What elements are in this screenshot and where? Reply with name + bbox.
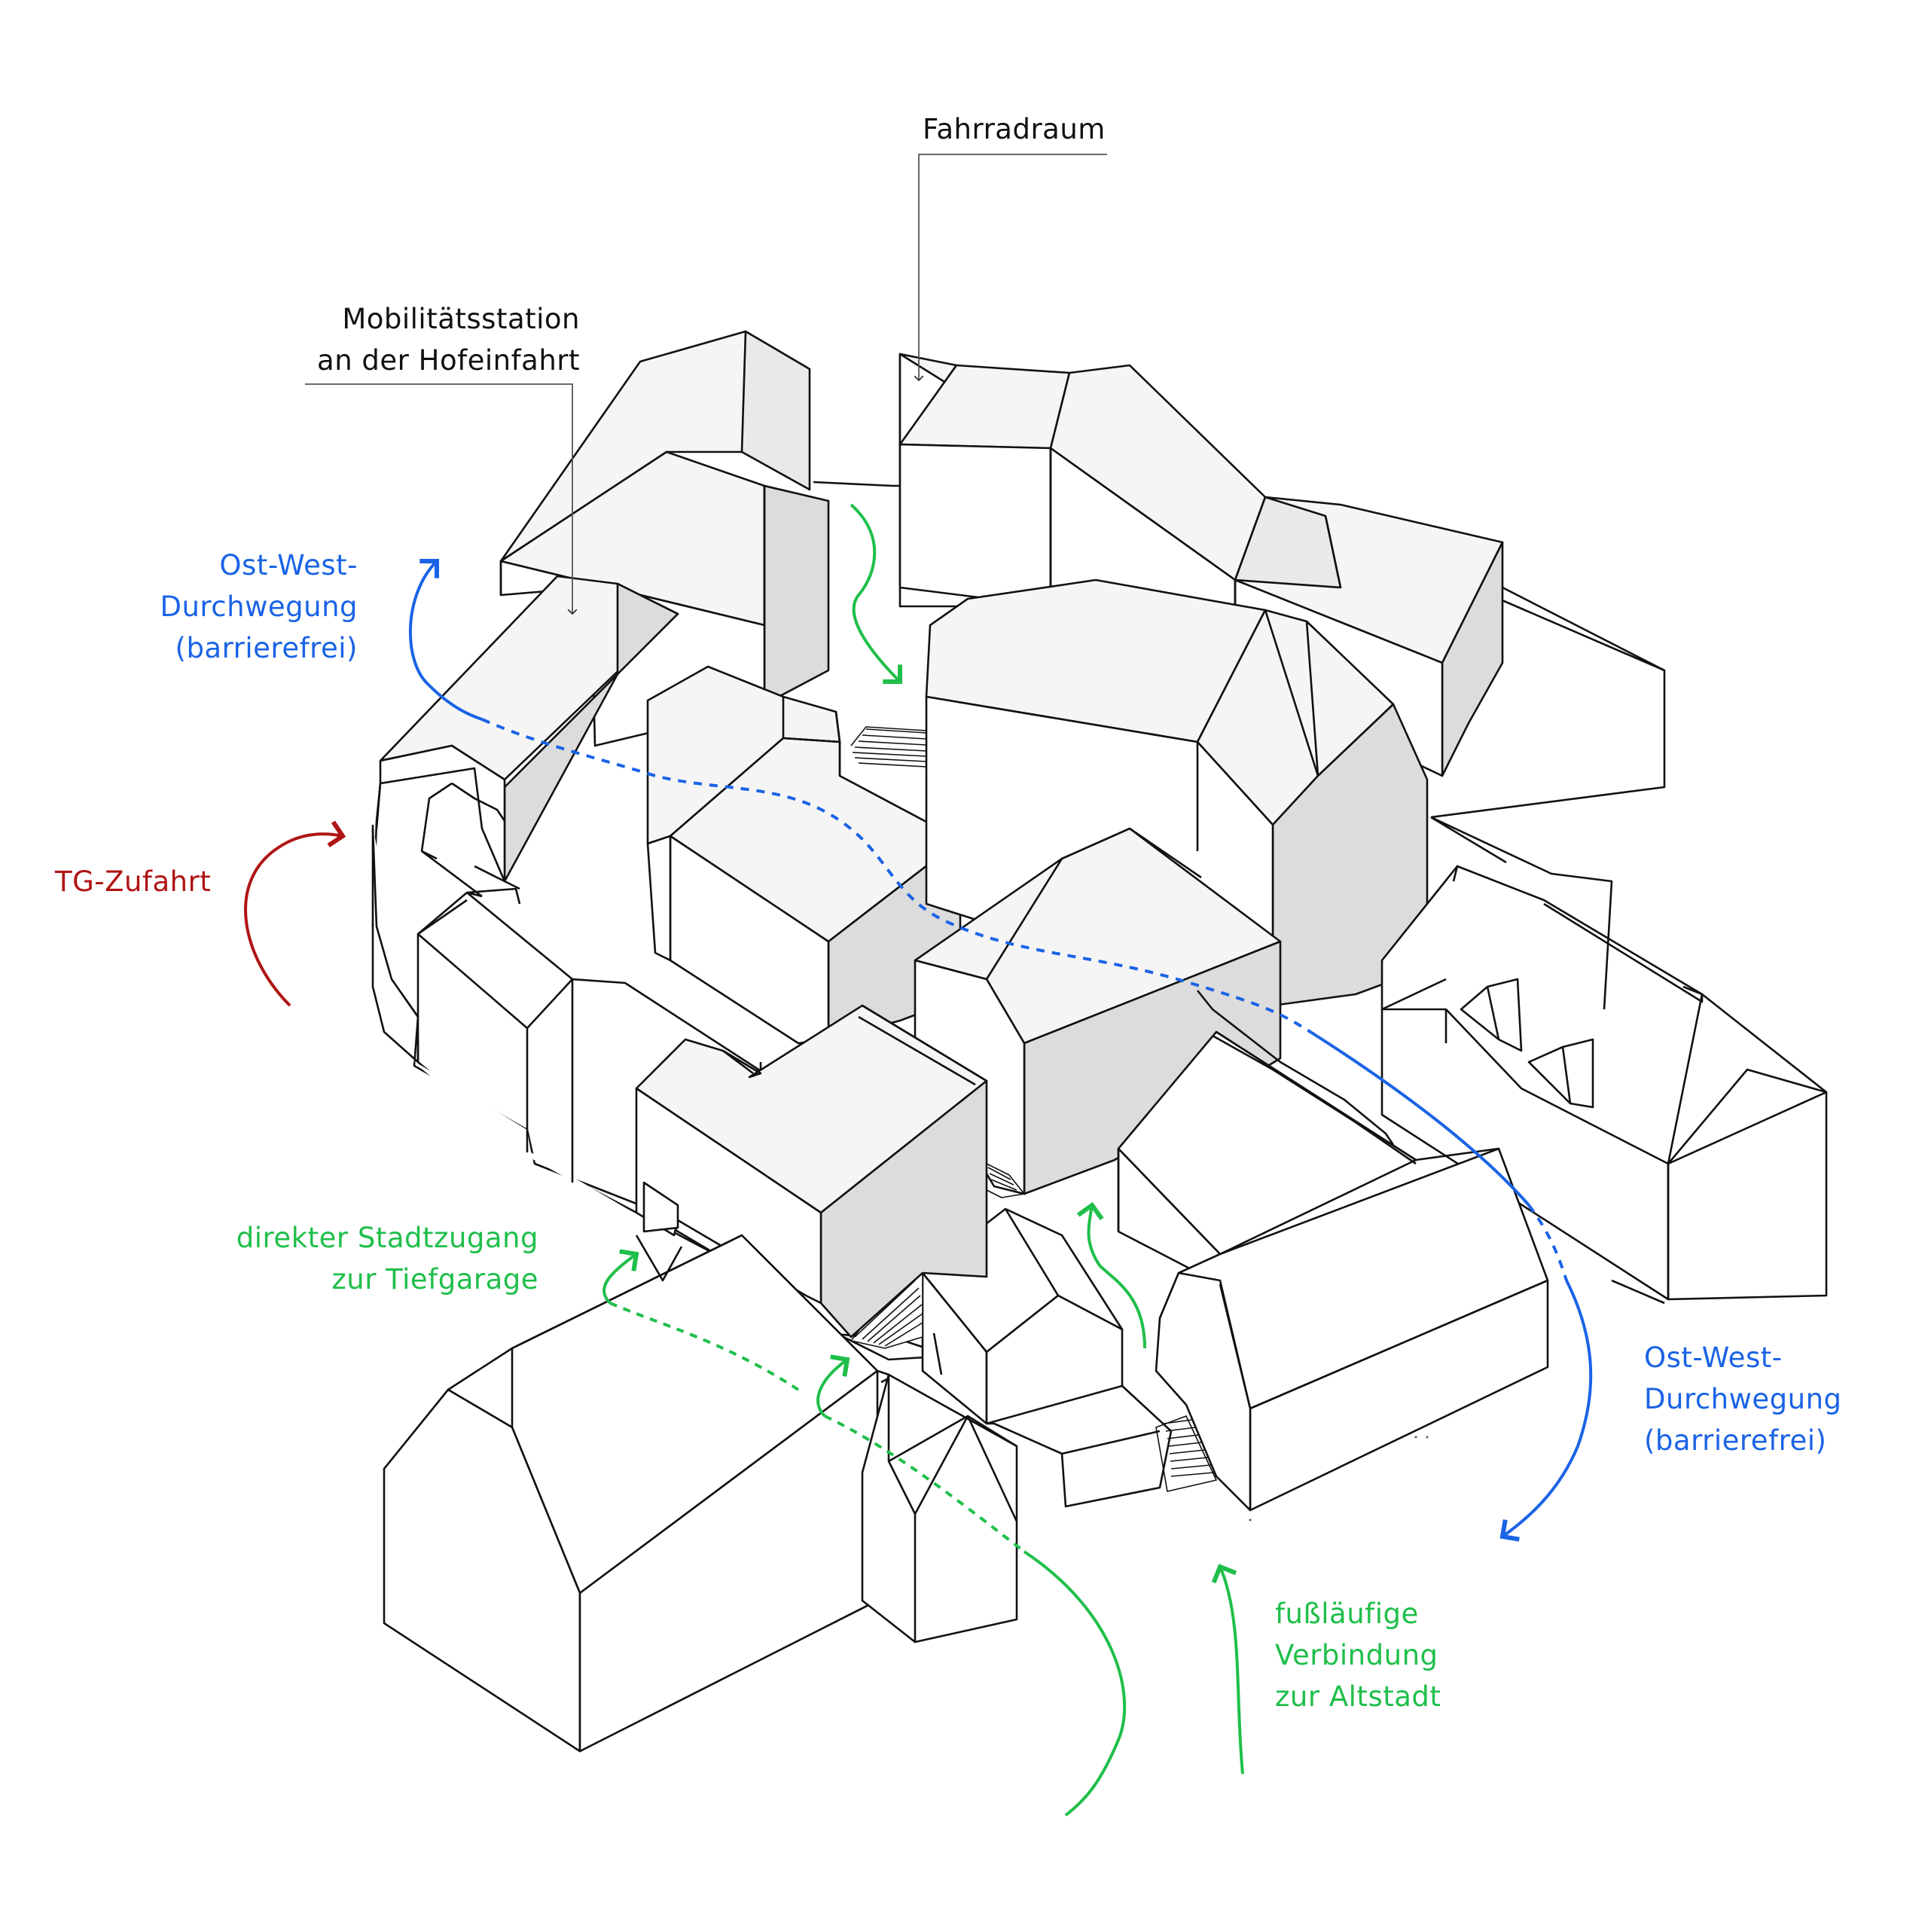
dormer-2 xyxy=(1527,1038,1594,1109)
route-ost-west-dashed xyxy=(481,718,1312,1033)
stairs-center xyxy=(850,1272,923,1349)
route-courtyard-arrow xyxy=(850,503,903,685)
label-ostwest-right-line2: Durchwegung xyxy=(1644,1383,1842,1415)
leader-mobilitaet xyxy=(305,383,578,615)
route-center-up xyxy=(1076,1201,1146,1349)
building-topleft-side xyxy=(763,484,830,706)
label-fahrradraum: Fahrradraum xyxy=(923,108,1106,150)
route-tg-zufahrt xyxy=(244,820,346,1007)
label-tg-zufahrt-text: TG-Zufahrt xyxy=(55,865,212,898)
leader-lines xyxy=(305,154,1107,615)
route-ost-west-solid xyxy=(1309,1030,1530,1207)
label-ostwest-left-line3: (barrierefrei) xyxy=(175,632,358,664)
route-altstadt-right xyxy=(1211,1564,1244,1775)
label-stadtzugang: direkter Stadtzugang zur Tiefgarage xyxy=(196,1217,538,1300)
route-stadtzugang-dashed xyxy=(609,1302,800,1391)
label-ostwest-left: Ost-West- Durchwegung (barrierefrei) xyxy=(136,545,358,669)
label-mobilitaet-line1: Mobilitätsstation xyxy=(342,303,580,335)
wall-curved-left xyxy=(371,783,419,1018)
label-stadtzugang-line2: zur Tiefgarage xyxy=(331,1263,538,1296)
label-ostwest-right: Ost-West- Durchwegung (barrierefrei) xyxy=(1644,1337,1842,1461)
label-mobilitaet-line2: an der Hofeinfahrt xyxy=(317,344,580,377)
building-right-gable xyxy=(1380,865,1828,1301)
route-altstadt-left-arrow xyxy=(816,1354,850,1418)
label-fahrradraum-text: Fahrradraum xyxy=(923,113,1106,145)
route-ost-west xyxy=(408,558,1593,1542)
label-ostwest-right-line1: Ost-West- xyxy=(1644,1341,1783,1374)
label-mobilitaetsstation: Mobilitätsstation an der Hofeinfahrt xyxy=(305,298,580,381)
routes-green xyxy=(602,503,1244,1817)
small-dots xyxy=(1249,1436,1429,1521)
route-stadtzugang-arrow xyxy=(602,1249,639,1305)
building-topright-end-side xyxy=(1441,541,1504,777)
leader-fahrradraum xyxy=(914,154,1107,382)
label-fusslaeufig-line3: zur Altstadt xyxy=(1275,1680,1441,1713)
label-stadtzugang-line1: direkter Stadtzugang xyxy=(236,1222,538,1254)
label-tg-zufahrt: TG-Zufahrt xyxy=(55,861,211,902)
label-fusslaeufig: fußläufige Verbindung zur Altstadt xyxy=(1275,1593,1441,1717)
route-ost-west-exit-arrow xyxy=(1499,1280,1593,1542)
building-mobility-front xyxy=(379,744,506,883)
route-altstadt-left-dashed xyxy=(824,1415,1026,1553)
route-ost-west-entry-arrow xyxy=(408,558,483,721)
label-ostwest-left-line2: Durchwegung xyxy=(160,591,358,623)
route-altstadt-left xyxy=(1023,1550,1127,1817)
stairs-north xyxy=(850,726,927,768)
label-ostwest-left-line1: Ost-West- xyxy=(219,549,358,581)
building-topleft-roof-b xyxy=(740,330,811,491)
dormer-1 xyxy=(1460,978,1523,1052)
stairs-leftcenter xyxy=(986,1163,1025,1198)
ground-outline xyxy=(813,481,1666,864)
label-ostwest-right-line3: (barrierefrei) xyxy=(1644,1424,1827,1457)
label-fusslaeufig-line2: Verbindung xyxy=(1275,1639,1438,1671)
building-topright-front xyxy=(898,443,1052,608)
buildings xyxy=(371,330,1828,1753)
label-fusslaeufig-line1: fußläufige xyxy=(1275,1598,1419,1630)
